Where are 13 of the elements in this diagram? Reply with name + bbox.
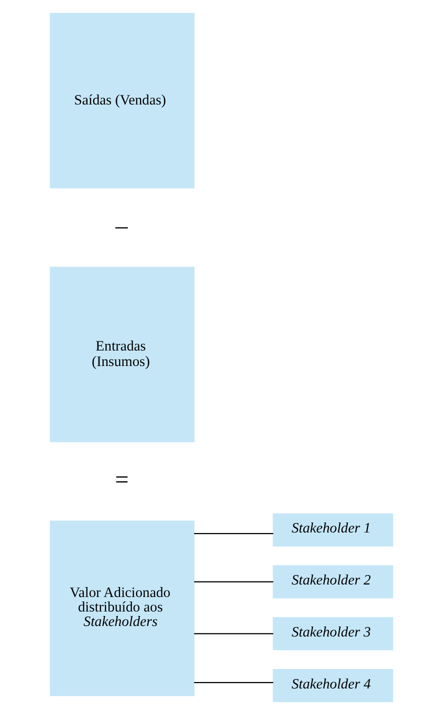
- connector: [194, 581, 274, 582]
- node-box: Saídas (Vendas): [50, 12, 194, 188]
- connector: [194, 633, 274, 634]
- node-box: Stakeholder 3: [272, 617, 394, 650]
- node-box: Valor Adicionado distribuído aos Stakeholders: [50, 520, 194, 696]
- connector: [194, 533, 274, 534]
- label: –: [116, 212, 128, 240]
- node-box: Stakeholder 4: [272, 669, 394, 702]
- node-box: Stakeholder 1: [272, 513, 394, 547]
- node-box: Entradas (Insumos): [50, 266, 194, 442]
- label: =: [114, 466, 129, 494]
- connector: [194, 682, 274, 684]
- node-box: Stakeholder 2: [272, 565, 394, 598]
